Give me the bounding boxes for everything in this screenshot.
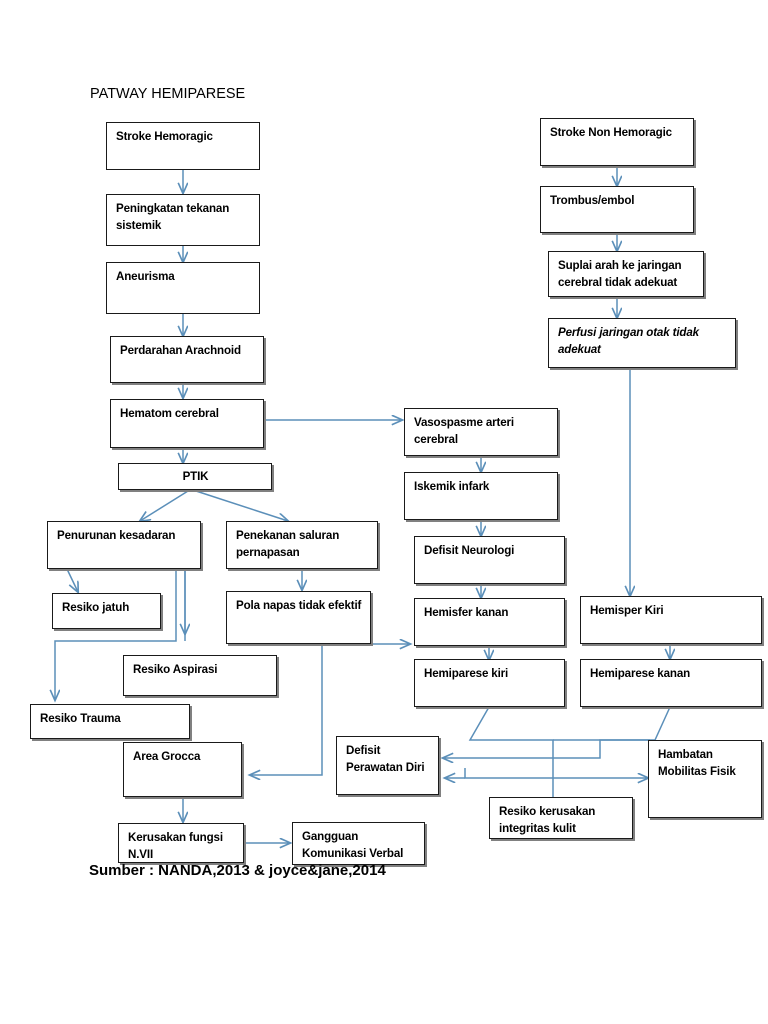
node-hematom-cerebral[interactable]: Hematom cerebral	[110, 399, 264, 448]
node-peningkatan-tekanan-sistemik[interactable]: Peningkatan tekanan sistemik	[106, 194, 260, 246]
node-aneurisma[interactable]: Aneurisma	[106, 262, 260, 314]
node-penurunan-kesadaran[interactable]: Penurunan kesadaran	[47, 521, 201, 569]
node-resiko-jatuh[interactable]: Resiko jatuh	[52, 593, 161, 629]
node-stroke-hemoragic[interactable]: Stroke Hemoragic	[106, 122, 260, 170]
node-hemiparese-kanan[interactable]: Hemiparese kanan	[580, 659, 762, 707]
node-defisit-neurologi[interactable]: Defisit Neurologi	[414, 536, 565, 584]
node-trombus-embol[interactable]: Trombus/embol	[540, 186, 694, 233]
node-gangguan-komunikasi-verbal[interactable]: Gangguan Komunikasi Verbal	[292, 822, 425, 865]
node-perdarahan-arachnoid[interactable]: Perdarahan Arachnoid	[110, 336, 264, 383]
arrow-penurunan-to-resiko-jatuh	[66, 568, 78, 592]
node-resiko-kerusakan-integritas-kulit[interactable]: Resiko kerusakan integritas kulit	[489, 797, 633, 839]
node-ptik[interactable]: PTIK	[118, 463, 272, 490]
node-defisit-perawatan-diri[interactable]: Defisit Perawatan Diri	[336, 736, 439, 795]
node-hambatan-mobilitas-fisik[interactable]: Hambatan Mobilitas Fisik	[648, 740, 762, 818]
join-hemiparese-kiri-down	[468, 706, 554, 800]
node-hemiparese-kiri[interactable]: Hemiparese kiri	[414, 659, 565, 707]
node-penekanan-saluran-pernapasan[interactable]: Penekanan saluran pernapasan	[226, 521, 378, 569]
source-caption: Sumber : NANDA,2013 & joyce&jane,2014	[89, 862, 386, 879]
node-perfusi-jaringan-otak[interactable]: Perfusi jaringan otak tidak adekuat	[548, 318, 736, 368]
arrow-hemiparese-kanan-to-defisit-perawatan	[443, 706, 671, 758]
node-hemisper-kiri[interactable]: Hemisper Kiri	[580, 596, 762, 644]
node-kerusakan-fungsi-nvii[interactable]: Kerusakan fungsi N.VII	[118, 823, 244, 863]
node-vasospasme-arteri-cerebral[interactable]: Vasospasme arteri cerebral	[404, 408, 558, 456]
rail-left-elbow	[464, 768, 553, 779]
arrow-ptik-to-penurunan	[140, 490, 189, 521]
node-suplai-arah-jaringan-cerebral[interactable]: Suplai arah ke jaringan cerebral tidak a…	[548, 251, 704, 297]
node-area-grocca[interactable]: Area Grocca	[123, 742, 242, 797]
node-hemisfer-kanan[interactable]: Hemisfer kanan	[414, 598, 565, 646]
page-title: PATWAY HEMIPARESE	[90, 86, 246, 102]
node-resiko-aspirasi[interactable]: Resiko Aspirasi	[123, 655, 277, 696]
node-stroke-non-hemoragic[interactable]: Stroke Non Hemoragic	[540, 118, 694, 166]
node-iskemik-infark[interactable]: Iskemik infark	[404, 472, 558, 520]
node-resiko-trauma[interactable]: Resiko Trauma	[30, 704, 190, 739]
node-pola-napas-tidak-efektif[interactable]: Pola napas tidak efektif	[226, 591, 371, 644]
arrow-ptik-to-penekanan	[195, 490, 288, 521]
